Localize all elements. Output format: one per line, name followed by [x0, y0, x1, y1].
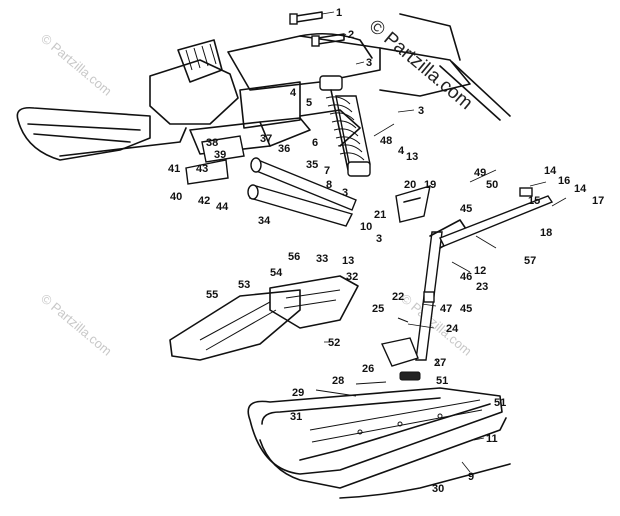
callout-48: 48	[380, 135, 392, 147]
lower-ski-30	[247, 387, 511, 499]
callout-12: 12	[474, 265, 486, 277]
callout-44: 44	[216, 201, 229, 213]
callout-49: 49	[474, 167, 486, 179]
callout-1: 1	[336, 7, 342, 19]
callout-41: 41	[168, 163, 180, 175]
shock-absorber-6	[319, 75, 371, 177]
callout-51: 51	[436, 375, 448, 387]
callout-39: 39	[214, 149, 226, 161]
callout-16: 16	[558, 175, 570, 187]
callout-21: 21	[374, 209, 386, 221]
brackets-37-44	[185, 135, 245, 185]
small-parts-26-27	[315, 317, 421, 397]
callout-19: 19	[424, 179, 436, 191]
callout-20: 20	[404, 179, 416, 191]
callout-14: 14	[544, 165, 557, 177]
callout-40: 40	[170, 191, 182, 203]
callout-53: 53	[238, 279, 250, 291]
callout-46: 46	[460, 271, 472, 283]
callout-45: 45	[460, 303, 472, 315]
callout-7: 7	[324, 165, 330, 177]
lower-arm-34	[247, 184, 354, 227]
callout-3: 3	[342, 187, 348, 199]
callout-labels: 1 2 3 3 3 3 4 4 5 6 7 8 9 10 11 12 13 13…	[168, 7, 604, 495]
callout-8: 8	[326, 179, 332, 191]
callout-35: 35	[306, 159, 318, 171]
callout-51: 51	[494, 397, 506, 409]
callout-17: 17	[592, 195, 604, 207]
callout-24: 24	[446, 323, 459, 335]
skid-plate-54	[269, 275, 359, 329]
callout-2: 2	[348, 29, 354, 41]
callout-13: 13	[406, 151, 418, 163]
callout-14: 14	[574, 183, 587, 195]
callout-22: 22	[392, 291, 404, 303]
callout-33: 33	[316, 253, 328, 265]
bolt-2	[311, 33, 345, 47]
callout-42: 42	[198, 195, 210, 207]
callout-32: 32	[346, 271, 358, 283]
callout-45: 45	[460, 203, 472, 215]
callout-55: 55	[206, 289, 218, 301]
callout-4: 4	[398, 145, 405, 157]
callout-27: 27	[434, 357, 446, 369]
callout-56: 56	[288, 251, 300, 263]
callout-38: 38	[206, 137, 218, 149]
callout-50: 50	[486, 179, 498, 191]
bracket-20	[395, 185, 431, 223]
callout-13: 13	[342, 255, 354, 267]
callout-54: 54	[270, 267, 283, 279]
callout-30: 30	[432, 483, 444, 495]
callout-26: 26	[362, 363, 374, 375]
callout-18: 18	[540, 227, 552, 239]
callout-9: 9	[468, 471, 474, 483]
callout-4: 4	[290, 87, 297, 99]
callout-47: 47	[440, 303, 452, 315]
callout-57: 57	[524, 255, 536, 267]
callout-6: 6	[312, 137, 318, 149]
callout-34: 34	[258, 215, 271, 227]
callout-25: 25	[372, 303, 384, 315]
upper-frame-assembly	[16, 13, 511, 161]
leader-lines	[321, 11, 567, 473]
callout-28: 28	[332, 375, 344, 387]
callout-31: 31	[290, 411, 302, 423]
watermark-faint-mid-left: © Partzilla.com	[38, 291, 115, 359]
watermark-faint-top-left: © Partzilla.com	[38, 31, 115, 99]
callout-23: 23	[476, 281, 488, 293]
callout-3: 3	[376, 233, 382, 245]
bolt-1	[289, 11, 323, 25]
callout-37: 37	[260, 133, 272, 145]
callout-11: 11	[486, 433, 498, 445]
callout-15: 15	[528, 195, 540, 207]
callout-29: 29	[292, 387, 304, 399]
callout-3: 3	[418, 105, 424, 117]
ski-bracket-55	[169, 289, 301, 361]
callout-36: 36	[278, 143, 290, 155]
callout-10: 10	[360, 221, 372, 233]
callout-43: 43	[196, 163, 208, 175]
upper-arm-35	[250, 157, 357, 211]
callout-3: 3	[366, 57, 372, 69]
callout-5: 5	[306, 97, 312, 109]
watermark-main: © Partzilla.com	[365, 16, 477, 114]
tie-rod-18	[439, 187, 554, 247]
callout-52: 52	[328, 337, 340, 349]
